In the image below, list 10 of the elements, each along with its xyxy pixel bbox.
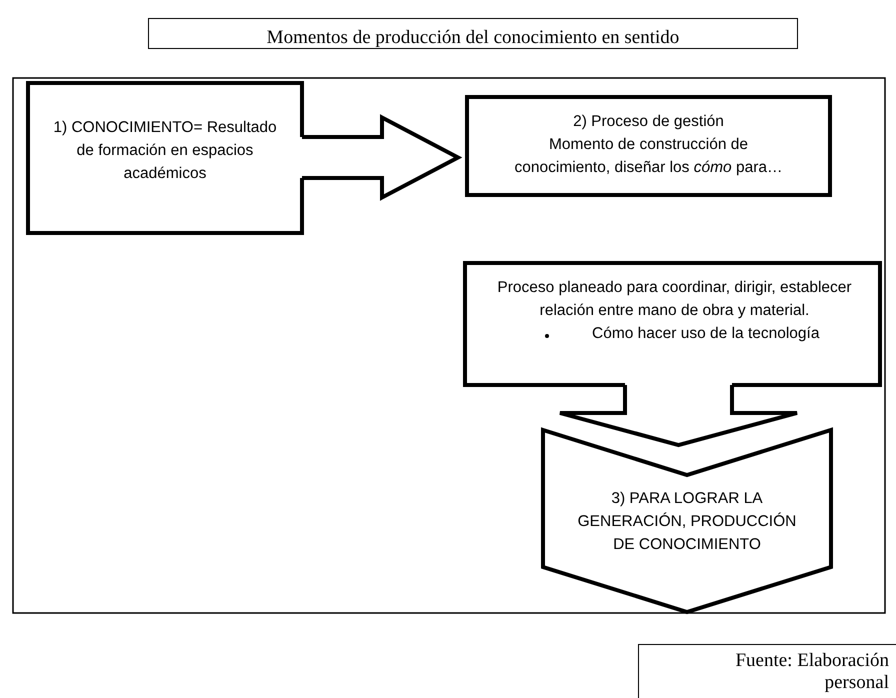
node-text: Momento de construcción de conocimiento, diseñar los cómo para…	[514, 135, 784, 178]
caption: Fuente: Elaboración personal	[638, 644, 896, 698]
block-arrow	[558, 383, 799, 448]
node-text: 3) PARA LOGRAR LA GENERACIÓN, PRODUCCIÓN DE CONOCIMIENTO	[576, 489, 798, 555]
title: Momentos de producción del conocimiento en sentido	[148, 18, 798, 49]
node-text: Cómo hacer uso de la tecnología	[592, 324, 820, 344]
node-text: 2) Proceso de gestión	[572, 112, 725, 132]
block-arrow	[300, 114, 462, 201]
node-text: Proceso planeado para coordinar, dirigir, establecer relación entre mano de obra y material.	[496, 278, 853, 321]
node-text: 1) CONOCIMIENTO= Resultado de formación en espacios académicos	[52, 118, 278, 184]
